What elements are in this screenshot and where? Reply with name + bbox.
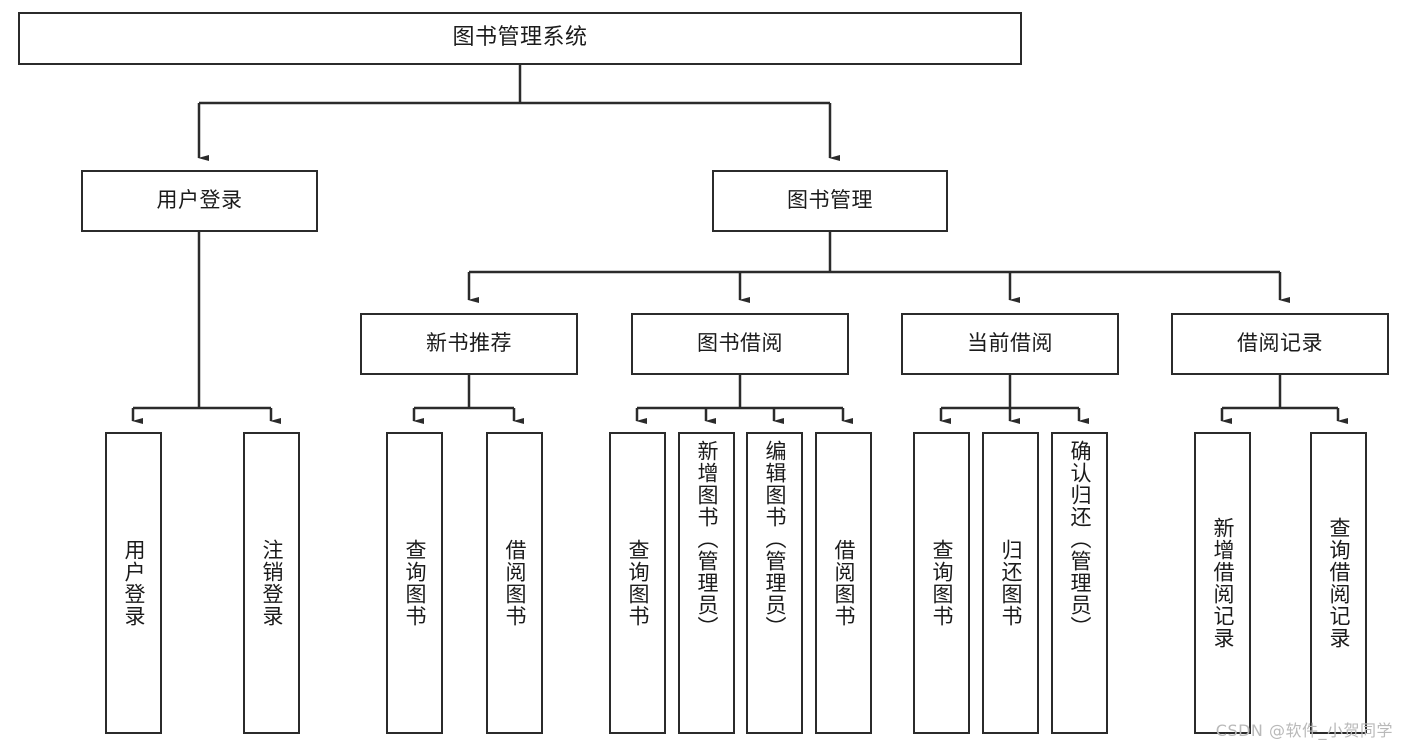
- node-label: 借阅记录: [1237, 331, 1323, 356]
- leaf-book-borrow-borrow-book[interactable]: 借阅图书: [815, 432, 872, 734]
- leaf-current-borrow-confirm-return-admin[interactable]: 确认归还（管理员）: [1051, 432, 1108, 734]
- node-label: 图书管理: [787, 188, 873, 213]
- leaf-book-borrow-query-book[interactable]: 查询图书: [609, 432, 666, 734]
- leaf-label: 查询图书: [402, 539, 427, 627]
- leaf-label: 归还图书: [998, 539, 1023, 627]
- node-borrow-record[interactable]: 借阅记录: [1171, 313, 1389, 375]
- leaf-label: 查询借阅记录: [1326, 517, 1351, 649]
- leaf-label: 借阅图书: [502, 539, 527, 627]
- node-book-management[interactable]: 图书管理: [712, 170, 948, 232]
- leaf-label: 借阅图书: [831, 539, 856, 627]
- leaf-borrow-record-query-record[interactable]: 查询借阅记录: [1310, 432, 1367, 734]
- leaf-label: 用户登录: [121, 539, 146, 627]
- leaf-label: 查询图书: [929, 539, 954, 627]
- leaf-borrow-record-add-record[interactable]: 新增借阅记录: [1194, 432, 1251, 734]
- leaf-current-borrow-return-book[interactable]: 归还图书: [982, 432, 1039, 734]
- leaf-label: 编辑图书（管理员）: [762, 440, 787, 638]
- csdn-watermark: CSDN @软件_小贺同学: [1215, 721, 1393, 740]
- leaf-book-borrow-add-book-admin[interactable]: 新增图书（管理员）: [678, 432, 735, 734]
- node-user-login[interactable]: 用户登录: [81, 170, 318, 232]
- leaf-label: 确认归还（管理员）: [1067, 440, 1092, 638]
- node-current-borrow[interactable]: 当前借阅: [901, 313, 1119, 375]
- leaf-current-borrow-query-book[interactable]: 查询图书: [913, 432, 970, 734]
- leaf-label: 查询图书: [625, 539, 650, 627]
- node-book-borrow[interactable]: 图书借阅: [631, 313, 849, 375]
- node-label: 当前借阅: [967, 331, 1053, 356]
- leaf-label: 新增图书（管理员）: [694, 440, 719, 638]
- leaf-new-book-query-book[interactable]: 查询图书: [386, 432, 443, 734]
- node-new-book-recommend[interactable]: 新书推荐: [360, 313, 578, 375]
- node-root-book-management-system[interactable]: 图书管理系统: [18, 12, 1022, 65]
- leaf-label: 新增借阅记录: [1210, 517, 1235, 649]
- node-label: 新书推荐: [426, 331, 512, 356]
- node-label: 图书借阅: [697, 331, 783, 356]
- leaf-new-book-borrow-book[interactable]: 借阅图书: [486, 432, 543, 734]
- leaf-user-login-login[interactable]: 用户登录: [105, 432, 162, 734]
- leaf-user-login-logout[interactable]: 注销登录: [243, 432, 300, 734]
- leaf-book-borrow-edit-book-admin[interactable]: 编辑图书（管理员）: [746, 432, 803, 734]
- node-label: 用户登录: [156, 188, 243, 213]
- node-label: 图书管理系统: [452, 25, 588, 51]
- leaf-label: 注销登录: [259, 539, 284, 627]
